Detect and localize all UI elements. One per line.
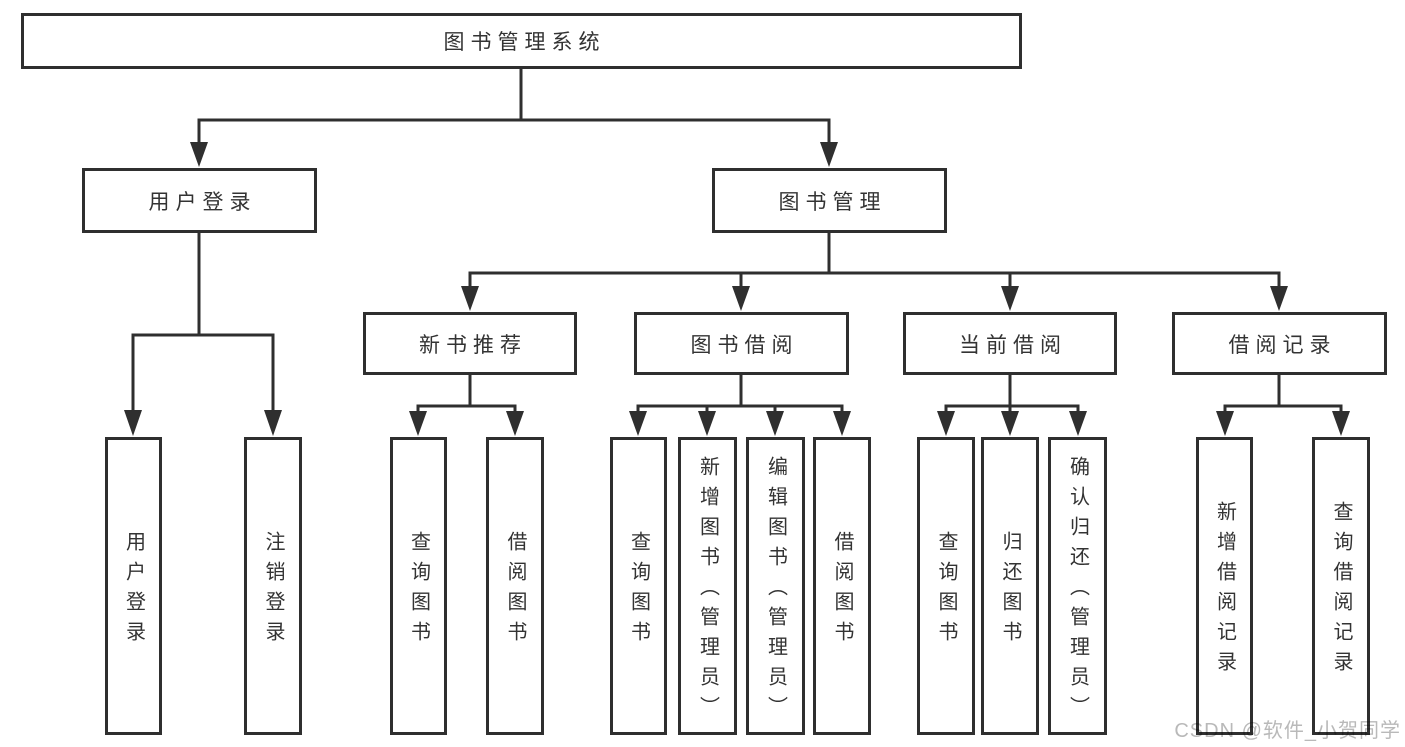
leaf-borrow-books-recommend-label: 借阅图书 (504, 531, 526, 651)
leaf-add-borrow-record-label: 新增借阅记录 (1213, 501, 1236, 681)
leaf-query-books-recommend-label: 查询图书 (407, 531, 430, 651)
node-user-login: 用户登录 (82, 168, 317, 233)
leaf-confirm-return-admin: 确认归还（管理员） (1048, 437, 1107, 735)
node-book-management: 图书管理 (712, 168, 947, 233)
node-new-book-recommendation: 新书推荐 (363, 312, 577, 375)
leaf-add-borrow-record: 新增借阅记录 (1196, 437, 1253, 735)
leaf-query-borrow-record: 查询借阅记录 (1312, 437, 1370, 735)
node-book-management-label: 图书管理 (778, 190, 887, 214)
leaf-borrow-books: 借阅图书 (813, 437, 871, 735)
leaf-edit-books-admin-label: 编辑图书（管理员） (764, 456, 787, 726)
leaf-borrow-books-label: 借阅图书 (831, 531, 853, 651)
node-borrowing-records: 借阅记录 (1172, 312, 1387, 375)
node-current-borrowing-label: 当前借阅 (959, 333, 1067, 357)
leaf-query-books-recommend: 查询图书 (390, 437, 447, 735)
node-user-login-label: 用户登录 (148, 190, 257, 214)
leaf-query-books-borrow-label: 查询图书 (627, 531, 650, 651)
node-book-borrowing-label: 图书借阅 (690, 333, 799, 357)
leaf-confirm-return-admin-label: 确认归还（管理员） (1066, 456, 1089, 726)
leaf-user-login-label: 用户登录 (122, 531, 145, 651)
leaf-add-books-admin-label: 新增图书（管理员） (696, 456, 719, 726)
leaf-return-books: 归还图书 (981, 437, 1039, 735)
leaf-borrow-books-recommend: 借阅图书 (486, 437, 544, 735)
leaf-query-books-borrow: 查询图书 (610, 437, 667, 735)
leaf-query-borrow-record-label: 查询借阅记录 (1330, 501, 1352, 681)
node-book-borrowing: 图书借阅 (634, 312, 849, 375)
leaf-query-books-current: 查询图书 (917, 437, 975, 735)
leaf-user-login: 用户登录 (105, 437, 162, 735)
node-library-management-system-label: 图书管理系统 (443, 31, 606, 54)
node-new-book-recommendation-label: 新书推荐 (419, 333, 527, 357)
watermark: CSDN @软件_小贺同学 (1174, 720, 1401, 742)
leaf-edit-books-admin: 编辑图书（管理员） (746, 437, 805, 735)
node-borrowing-records-label: 借阅记录 (1228, 333, 1337, 357)
leaf-logout: 注销登录 (244, 437, 302, 735)
node-current-borrowing: 当前借阅 (903, 312, 1117, 375)
leaf-logout-label: 注销登录 (262, 531, 284, 651)
leaf-add-books-admin: 新增图书（管理员） (678, 437, 737, 735)
node-library-management-system: 图书管理系统 (21, 13, 1022, 69)
leaf-query-books-current-label: 查询图书 (935, 531, 957, 651)
leaf-return-books-label: 归还图书 (999, 531, 1021, 651)
